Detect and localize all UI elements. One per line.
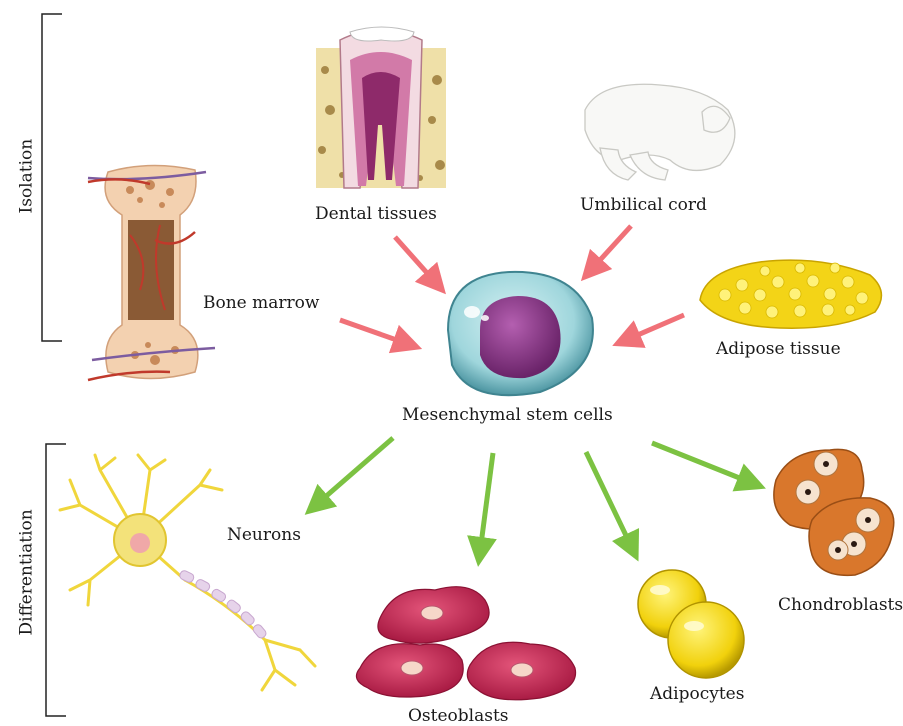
chondroblasts-label: Chondroblasts: [778, 597, 903, 614]
chondroblasts-illustration: [774, 449, 894, 575]
arrow-msc-to-adipocytes: [586, 452, 632, 548]
adipose-tissue-illustration: [700, 260, 881, 328]
adipocytes-illustration: [638, 570, 744, 678]
arrow-marrow-to-msc: [340, 320, 408, 344]
differentiation-section-label: Differentiation: [19, 526, 36, 636]
arrow-msc-to-neurons: [316, 438, 393, 505]
differentiation-arrows: [316, 438, 752, 552]
osteoblasts-illustration: [356, 587, 575, 700]
bone-marrow-illustration: [88, 165, 215, 380]
mesenchymal-stem-cell-illustration: [448, 272, 593, 395]
arrow-dental-to-msc: [395, 237, 436, 283]
differentiation-bracket: [46, 444, 66, 716]
adipocytes-label: Adipocytes: [650, 686, 744, 703]
mesenchymal-stem-cells-label: Mesenchymal stem cells: [402, 407, 613, 424]
osteoblasts-label: Osteoblasts: [408, 708, 509, 725]
umbilical-cord-label: Umbilical cord: [580, 197, 707, 214]
adipose-tissue-label: Adipose tissue: [716, 341, 841, 358]
isolation-section-label: Isolation: [19, 144, 36, 214]
dental-tissues-label: Dental tissues: [315, 206, 437, 223]
arrow-cord-to-msc: [591, 226, 631, 270]
neurons-label: Neurons: [227, 527, 301, 544]
isolation-bracket: [42, 14, 62, 341]
tooth-illustration: [316, 27, 446, 188]
bone-marrow-label: Bone marrow: [203, 295, 319, 312]
arrow-adipose-to-msc: [626, 315, 684, 340]
arrow-msc-to-osteoblasts: [480, 453, 493, 552]
fetus-illustration: [585, 84, 735, 180]
arrow-msc-to-chondroblasts: [652, 443, 752, 483]
